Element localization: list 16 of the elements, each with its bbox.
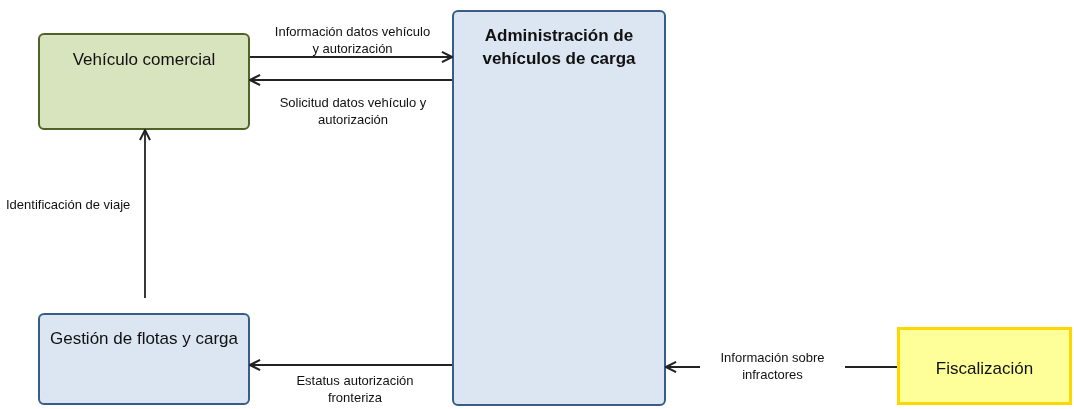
arrow bbox=[138, 129, 152, 299]
process-box bbox=[38, 33, 250, 130]
system-panel bbox=[452, 10, 666, 406]
node-label: Administración de vehículos de carga bbox=[481, 25, 637, 71]
edge-label: Identificación de viaje bbox=[6, 196, 131, 213]
arrow bbox=[249, 50, 453, 64]
arrow bbox=[249, 358, 453, 372]
arrow bbox=[249, 73, 453, 87]
edge-label: Solicitud datos vehículo y autorización bbox=[278, 94, 428, 128]
edge-label: Información datos vehículo y autorización bbox=[273, 23, 432, 57]
node-label: Gestión de flotas y carga bbox=[48, 328, 239, 350]
node-label: Vehículo comercial bbox=[71, 49, 217, 71]
edge-label: Estatus autorización fronteriza bbox=[295, 372, 415, 406]
node-label: Fiscalización bbox=[934, 358, 1035, 380]
process-box bbox=[38, 313, 250, 405]
process-box bbox=[897, 327, 1072, 405]
